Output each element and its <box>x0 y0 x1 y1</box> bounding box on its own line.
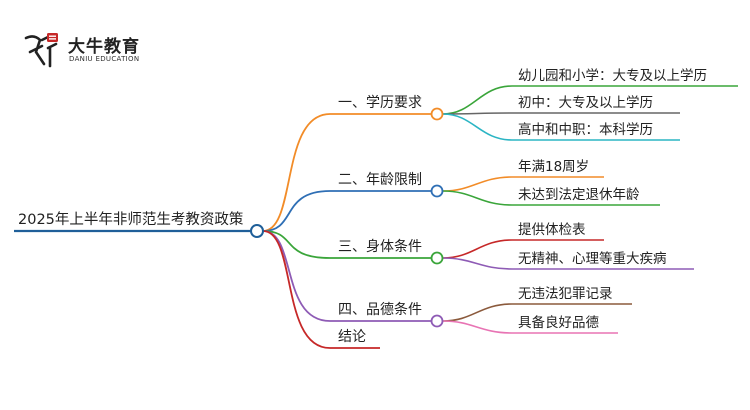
daniu-logo-icon <box>24 33 58 68</box>
leaf-label: 无违法犯罪记录 <box>518 286 613 302</box>
logo-name: 大牛教育 <box>68 37 140 57</box>
branch-node[interactable] <box>430 314 444 328</box>
branch-label: 结论 <box>338 329 366 345</box>
leaf-label: 幼儿园和小学：大专及以上学历 <box>518 68 707 84</box>
leaf-connector <box>442 239 604 259</box>
root-node[interactable] <box>250 224 264 238</box>
leaf-connector <box>442 190 660 206</box>
leaf-label: 未达到法定退休年龄 <box>518 187 640 203</box>
leaf-connector <box>442 320 618 334</box>
branch-node[interactable] <box>430 251 444 265</box>
branch-connector <box>262 113 431 232</box>
leaf-connector <box>442 85 738 115</box>
leaf-label: 具备良好品德 <box>518 314 599 331</box>
leaf-connector <box>442 112 680 115</box>
branch-label: 三、身体条件 <box>338 238 422 255</box>
logo-subtitle: DANIU EDUCATION <box>69 55 140 63</box>
leaf-connector <box>442 176 604 192</box>
brand-logo: 大牛教育 DANIU EDUCATION <box>20 30 180 72</box>
leaf-label: 提供体检表 <box>518 222 586 238</box>
branch-node[interactable] <box>430 107 444 121</box>
branch-label: 一、学历要求 <box>338 95 422 111</box>
mind-map-nodes: 2025年上半年非师范生考教资政策 一、学历要求 幼儿园和小学：大专及以上学历初中：… <box>18 68 707 345</box>
leaf-label: 初中：大专及以上学历 <box>518 94 653 111</box>
branch-connector <box>262 190 431 232</box>
branch-label: 四、品德条件 <box>338 301 422 318</box>
leaf-connector <box>442 257 694 270</box>
leaf-label: 高中和中职：本科学历 <box>518 121 653 138</box>
branch-label: 二、年龄限制 <box>338 172 422 188</box>
branch-connector <box>262 230 380 349</box>
leaf-label: 年满18周岁 <box>518 159 589 175</box>
leaf-connector <box>442 113 680 141</box>
leaf-label: 无精神、心理等重大疾病 <box>518 250 667 267</box>
leaf-connector <box>442 303 632 322</box>
root-topic: 2025年上半年非师范生考教资政策 <box>18 211 244 228</box>
mind-map-edges <box>14 85 738 349</box>
branch-connector <box>262 230 431 259</box>
branch-node[interactable] <box>430 184 444 198</box>
